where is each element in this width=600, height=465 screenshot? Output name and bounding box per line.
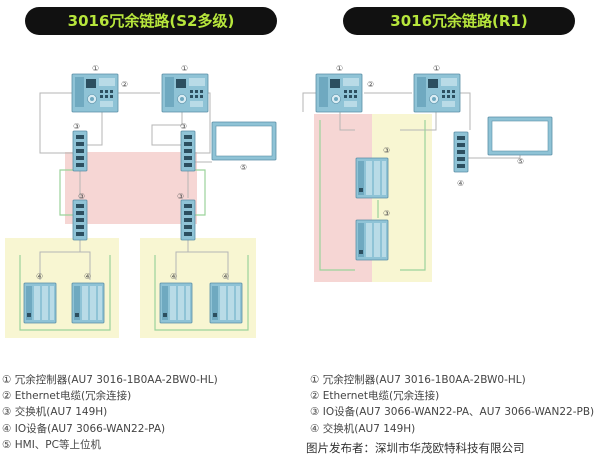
right-io-1: [355, 157, 389, 199]
legend-left-item: ① 冗余控制器(AU7 3016-1B0AA-2BW0-HL): [2, 374, 218, 386]
left-marker-switch-2: ③: [180, 122, 187, 131]
right-hmi: [487, 116, 553, 156]
right-controller-1: [315, 73, 363, 113]
right-marker-hmi: ⑤: [517, 157, 524, 166]
left-marker-controller-2: ①: [181, 64, 188, 73]
title-left: 3016冗余链路(S2多级): [67, 12, 235, 30]
left-marker-switch-1: ③: [73, 122, 80, 131]
legend-left-item: ② Ethernet电缆(冗余连接): [2, 390, 132, 403]
right-marker-controller-2: ①: [433, 64, 440, 73]
left-marker-io-1: ④: [36, 272, 43, 281]
legend-left-item: ⑤ HMI、PC等上位机: [2, 438, 101, 451]
right-controller-2: [413, 73, 461, 113]
right-marker-switch: ④: [457, 179, 464, 188]
right-switch: [453, 131, 469, 173]
right-marker-io-1: ③: [383, 146, 390, 155]
title-left-badge: 3016冗余链路(S2多级): [25, 7, 277, 35]
legend-left: ① 冗余控制器(AU7 3016-1B0AA-2BW0-HL) ② Ethern…: [2, 372, 218, 453]
left-green-cables: [19, 169, 249, 331]
left-hmi: [211, 121, 277, 161]
left-marker-controller-1: ①: [92, 64, 99, 73]
legend-left-item: ③ 交换机(AU7 149H): [2, 406, 108, 419]
left-io-3: [159, 282, 193, 324]
left-marker-io-2: ④: [84, 272, 91, 281]
left-io-4: [209, 282, 243, 324]
legend-right-item: ① 冗余控制器(AU7 3016-1B0AA-2BW0-HL): [310, 374, 526, 386]
left-io-2: [71, 282, 105, 324]
legend-right: ① 冗余控制器(AU7 3016-1B0AA-2BW0-HL) ② Ethern…: [310, 372, 594, 437]
title-right: 3016冗余链路(R1): [390, 12, 528, 30]
left-controller-1: [71, 73, 119, 113]
left-marker-io-4: ④: [222, 272, 229, 281]
left-marker-hmi: ⑤: [240, 163, 247, 172]
left-controller-2: [161, 73, 209, 113]
right-cables: [302, 92, 521, 159]
left-marker-io-3: ④: [170, 272, 177, 281]
right-marker-cable: ②: [367, 80, 374, 89]
right-marker-io-2: ③: [383, 209, 390, 218]
watermark: 图片发布者：深圳市华茂欧特科技有限公司: [306, 441, 525, 455]
left-marker-switch-4: ③: [177, 192, 184, 201]
legend-left-item: ④ IO设备(AU7 3066-WAN22-PA): [2, 422, 166, 435]
right-marker-controller-1: ①: [336, 64, 343, 73]
left-switch-2: [180, 130, 196, 172]
left-marker-switch-3: ③: [78, 192, 85, 201]
left-switch-4: [180, 199, 196, 241]
right-green-cables: [319, 120, 426, 271]
right-io-2: [355, 219, 389, 261]
legend-right-item: ④ 交换机(AU7 149H): [310, 422, 416, 435]
title-right-badge: 3016冗余链路(R1): [343, 7, 575, 35]
network-diagram: ① ① ② ③ ③ ③ ③ ⑤ ④ ④ ④ ④ ① ① ② ③ ③ ④ ⑤: [5, 64, 553, 338]
legend-right-item: ② Ethernet电缆(冗余连接): [310, 390, 440, 403]
left-marker-cable: ②: [121, 80, 128, 89]
legend-right-item: ③ IO设备(AU7 3066-WAN22-PA、AU7 3066-WAN22-…: [310, 406, 595, 419]
left-io-1: [23, 282, 57, 324]
left-switch-1: [72, 130, 88, 172]
left-switch-3: [72, 199, 88, 241]
